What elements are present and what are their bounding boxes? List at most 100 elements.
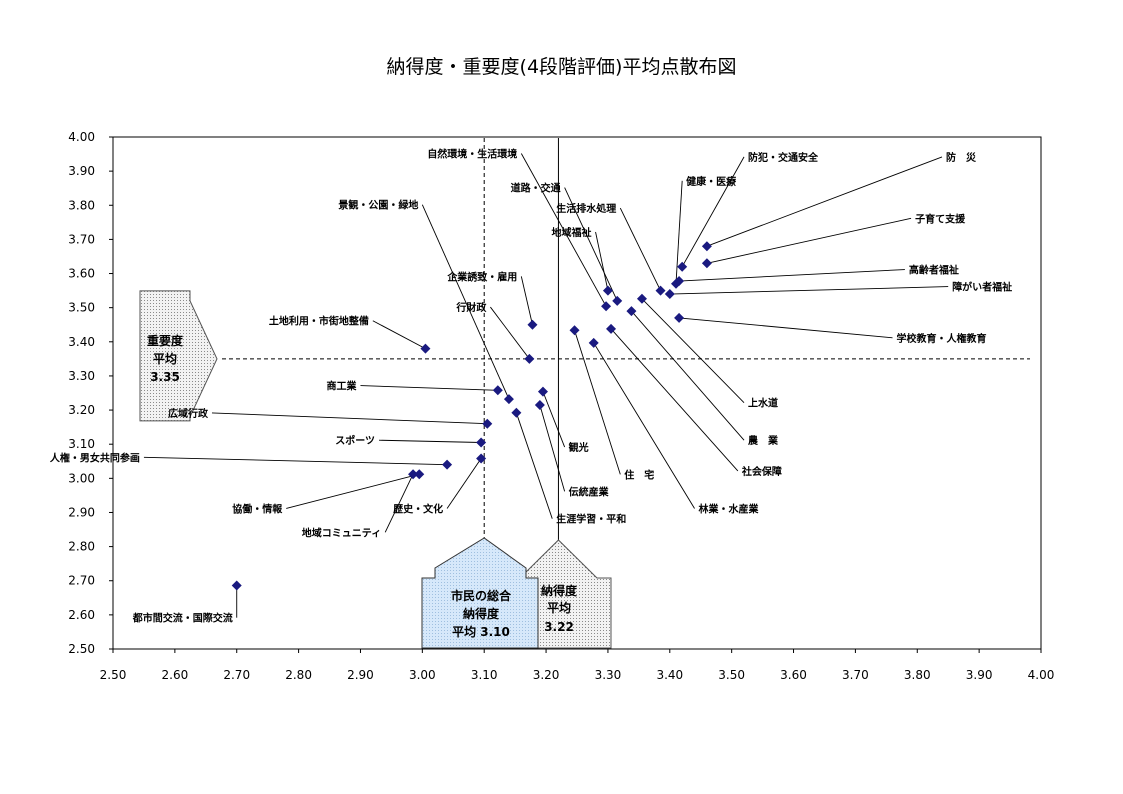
importance-average-label: 平均 [153,351,177,366]
satisfaction-average-value: 3.22 [544,620,574,634]
data-point [677,261,688,272]
data-point [612,295,623,306]
data-point [636,293,647,304]
point-label: 高齢者福祉 [909,264,959,277]
leader-line [143,456,448,466]
data-point [664,289,675,300]
leader-line [595,231,609,291]
point-label: 地域コミュニティ [302,526,381,539]
data-point [701,241,712,252]
leader-line [706,156,943,247]
x-tick-label: 3.70 [842,668,869,682]
data-point [701,258,712,269]
leader-line [421,204,510,400]
citizen-average-arrow [421,537,539,649]
y-tick-label: 2.50 [68,642,95,656]
point-label: 企業誘致・雇用 [446,270,517,283]
leader-line [619,207,661,291]
leader-line [679,269,905,282]
x-tick-label: 4.00 [1028,668,1055,682]
point-labels: 防 災防犯・交通安全健康・医療子育て支援高齢者福祉障がい者福祉学校教育・人権教育… [50,147,1012,624]
y-tick-label: 2.80 [68,540,95,554]
point-label: 人権・男女共同参画 [50,451,140,464]
data-point [408,469,419,480]
y-tick-label: 3.30 [68,369,95,383]
leader-line [211,412,488,425]
y-tick-label: 3.60 [68,267,95,281]
leader-line [520,276,533,325]
leader-line [520,153,607,307]
satisfaction-average-label: 平均 [547,600,571,615]
point-label: 協働・情報 [232,502,283,515]
leader-line [706,217,912,264]
point-label: 伝統産業 [569,485,610,498]
citizen-average-label: 納得度 [463,606,500,621]
data-point [492,385,503,396]
leader-line [593,342,695,509]
x-tick-label: 3.00 [409,668,436,682]
leader-lines [143,153,949,618]
data-point [588,337,599,348]
point-label: 健康・医療 [686,175,736,188]
point-label: 学校教育・人権教育 [897,332,987,345]
point-label: 社会保障 [741,465,782,478]
point-label: 広域行政 [168,407,209,420]
point-label: 生涯学習・平和 [556,513,626,526]
data-point [674,312,685,323]
point-label: 農 業 [748,434,779,447]
data-point [503,394,514,405]
x-tick-label: 3.30 [595,668,622,682]
point-label: 防犯・交通安全 [748,151,819,164]
y-tick-label: 3.00 [68,471,95,485]
point-label: 行財政 [455,301,487,314]
point-label: 土地利用・市街地整備 [269,315,369,328]
point-label: 自然環境・生活環境 [427,147,517,160]
point-label: 生活排水処理 [556,202,616,215]
point-label: 地域福祉 [552,226,592,239]
data-point [537,386,548,397]
data-point [534,399,545,410]
y-tick-label: 2.70 [68,574,95,588]
data-point [674,276,685,287]
y-tick-label: 3.40 [68,335,95,349]
point-label: 障がい者福祉 [952,281,1012,294]
leader-line [669,286,949,295]
leader-line [641,298,745,403]
point-label: 林業・水産業 [699,502,760,515]
importance-average-arrow [139,290,218,422]
x-tick-label: 3.10 [471,668,498,682]
data-point [626,306,637,317]
leader-line [542,391,566,448]
x-tick-label: 2.70 [223,668,250,682]
leader-line [286,473,420,509]
data-point [231,580,242,591]
data-point [527,319,538,330]
point-label: 景観・公園・緑地 [338,199,418,212]
data-point [602,285,613,296]
data-point [655,285,666,296]
leader-line [681,156,745,267]
x-tick-label: 3.20 [533,668,560,682]
leader-line [564,187,618,302]
data-point [569,325,580,336]
x-tick-label: 2.60 [162,668,189,682]
data-markers [231,241,712,591]
y-tick-label: 4.00 [68,130,95,144]
y-tick-label: 3.10 [68,437,95,451]
x-tick-label: 3.80 [904,668,931,682]
data-point [606,323,617,334]
point-label: 歴史・文化 [393,502,443,515]
y-tick-label: 2.90 [68,505,95,519]
citizen-average-label: 平均 3.10 [452,624,510,639]
point-label: 観光 [569,441,589,454]
point-label: 住 宅 [624,468,654,481]
y-axis-ticks: 2.502.602.702.802.903.003.103.203.303.40… [68,130,113,656]
x-tick-label: 3.90 [966,668,993,682]
citizen-average-label: 市民の総合 [451,588,512,603]
leader-line [610,328,739,472]
leader-line [379,439,482,443]
leader-line [490,306,530,360]
y-tick-label: 3.90 [68,164,95,178]
